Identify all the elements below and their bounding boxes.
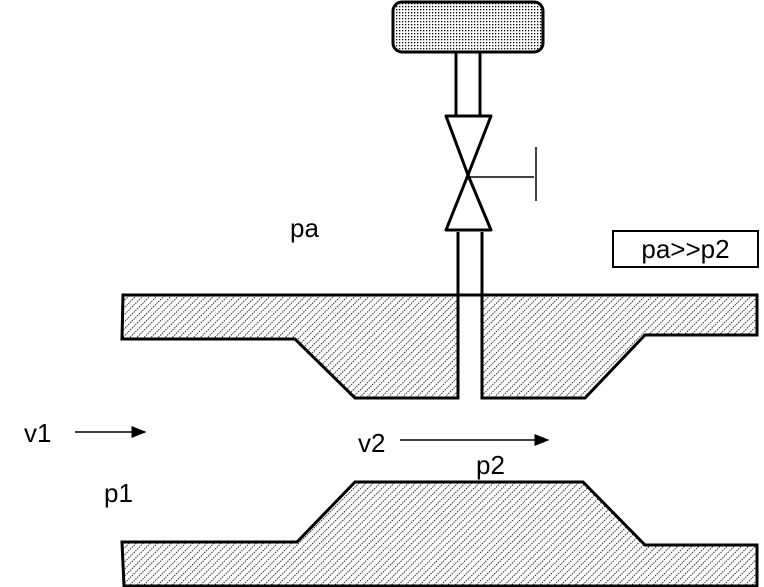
knob-stem <box>454 52 482 116</box>
knob <box>391 0 545 54</box>
label-p1: p1 <box>104 478 133 508</box>
condition-box: pa>>p2 <box>612 230 759 268</box>
label-v1: v1 <box>24 418 52 448</box>
upper-wall <box>120 293 759 400</box>
valve-icon <box>444 114 537 232</box>
label-v2: v2 <box>358 428 386 458</box>
label-pa: pa <box>290 213 319 243</box>
lower-wall <box>120 480 759 587</box>
pressure-tap-tube <box>456 232 484 398</box>
label-p2: p2 <box>476 450 505 480</box>
